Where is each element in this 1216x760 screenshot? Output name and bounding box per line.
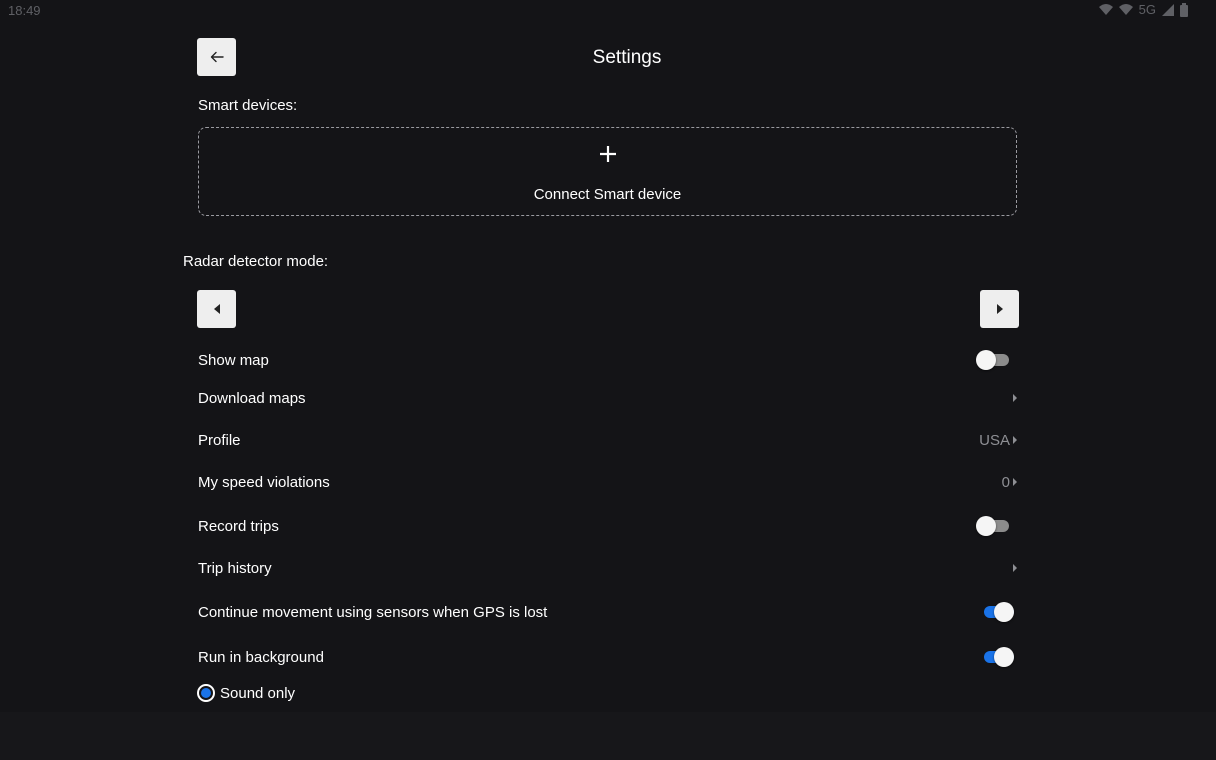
chevron-right-icon xyxy=(1013,564,1017,572)
connect-smart-device-label: Connect Smart device xyxy=(533,186,682,203)
speed-violations-label: My speed violations xyxy=(198,473,330,491)
sound-only-radio[interactable] xyxy=(197,684,215,702)
continue-movement-row[interactable]: Continue movement using sensors when GPS… xyxy=(198,595,1018,629)
show-map-row[interactable]: Show map xyxy=(198,343,1018,377)
run-background-row[interactable]: Run in background xyxy=(198,640,1018,674)
battery-icon xyxy=(1180,2,1188,17)
bottom-area xyxy=(0,712,1216,760)
run-background-toggle[interactable] xyxy=(976,646,1016,668)
record-trips-toggle[interactable] xyxy=(976,515,1016,537)
caret-right-icon xyxy=(996,304,1003,314)
status-time: 18:49 xyxy=(8,3,41,18)
profile-value: USA xyxy=(979,431,1010,449)
profile-label: Profile xyxy=(198,431,241,449)
record-trips-row[interactable]: Record trips xyxy=(198,509,1018,543)
network-type: 5G xyxy=(1138,2,1156,17)
chevron-right-icon xyxy=(1013,394,1017,402)
radar-mode-next-button[interactable] xyxy=(980,290,1019,328)
smart-devices-label: Smart devices: xyxy=(198,97,298,114)
arrow-left-icon xyxy=(210,51,224,63)
wifi-icon xyxy=(1118,3,1133,15)
continue-movement-label: Continue movement using sensors when GPS… xyxy=(198,603,548,621)
chevron-right-icon xyxy=(1013,478,1017,486)
chevron-right-icon xyxy=(1013,436,1017,444)
run-background-label: Run in background xyxy=(198,648,324,666)
plus-icon xyxy=(599,146,616,162)
profile-row[interactable]: Profile USA xyxy=(198,423,1018,457)
trip-history-label: Trip history xyxy=(198,559,272,577)
trip-history-row[interactable]: Trip history xyxy=(198,551,1018,585)
signal-icon xyxy=(1162,3,1174,16)
page-title: Settings xyxy=(592,47,662,68)
wifi-icon xyxy=(1098,3,1113,15)
caret-left-icon xyxy=(213,304,220,314)
download-maps-row[interactable]: Download maps xyxy=(198,381,1018,415)
speed-violations-count: 0 xyxy=(1001,473,1010,491)
download-maps-label: Download maps xyxy=(198,389,306,407)
sound-only-label: Sound only xyxy=(220,684,296,702)
continue-movement-toggle[interactable] xyxy=(976,601,1016,623)
radar-mode-prev-button[interactable] xyxy=(197,290,236,328)
speed-violations-row[interactable]: My speed violations 0 xyxy=(198,465,1018,499)
show-map-toggle[interactable] xyxy=(976,349,1016,371)
sound-only-option[interactable]: Sound only xyxy=(197,684,295,702)
connect-smart-device-button[interactable]: Connect Smart device xyxy=(198,127,1017,216)
back-button[interactable] xyxy=(197,38,236,76)
show-map-label: Show map xyxy=(198,351,269,369)
status-icons: 5G xyxy=(1098,2,1188,17)
radar-detector-label: Radar detector mode: xyxy=(183,253,329,270)
record-trips-label: Record trips xyxy=(198,517,279,535)
